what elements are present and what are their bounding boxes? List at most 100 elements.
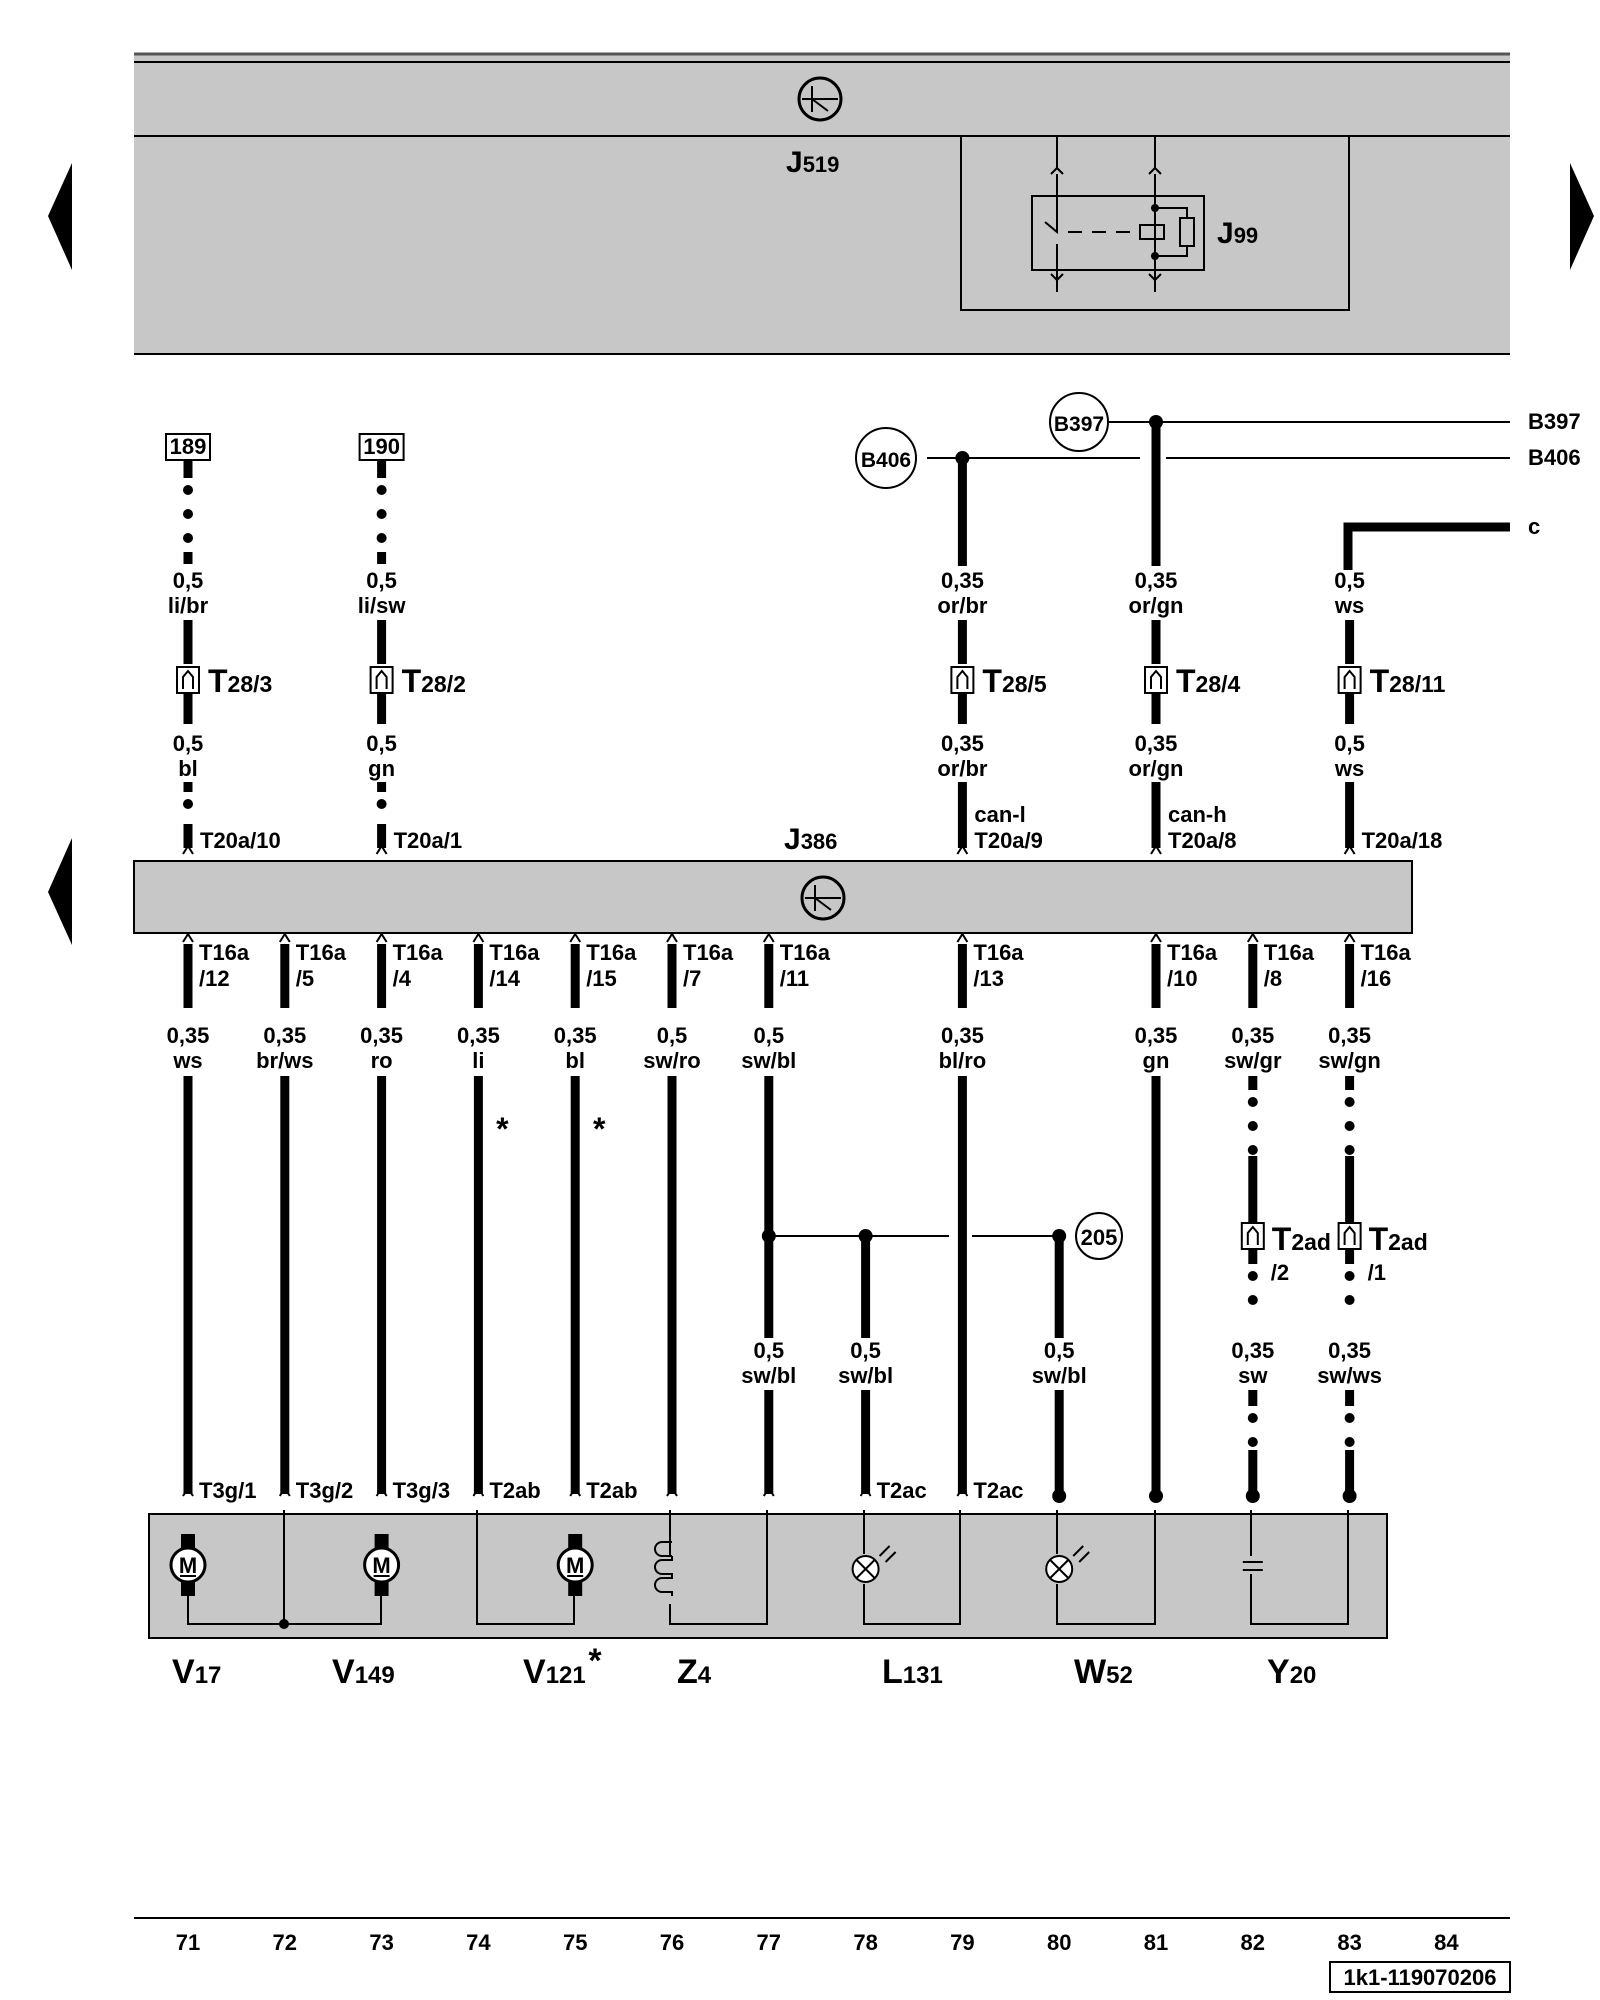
- pin-label: T20a/1: [394, 828, 463, 853]
- component-star-note: *: [588, 1642, 602, 1680]
- motor-letter: M: [372, 1553, 390, 1578]
- wire-size-bottom: 0,35: [360, 1023, 403, 1048]
- junction-dot: [1149, 415, 1163, 429]
- wire-size-bottom: 0,5: [657, 1023, 688, 1048]
- nav-prev-arrow-middle[interactable]: [48, 838, 72, 945]
- pin-label: T20a/18: [1362, 828, 1443, 853]
- module-label-j386: J386: [784, 823, 837, 856]
- module-label-j519: J519: [786, 146, 839, 179]
- pin-label: T20a/10: [200, 828, 281, 853]
- component-pin-label: T2ac: [877, 1478, 927, 1503]
- component-panel: [148, 1510, 1388, 1639]
- pin-arrow-icon: [859, 1486, 872, 1497]
- column-number: 79: [950, 1930, 974, 1955]
- wire-size-top: 0,5: [366, 568, 397, 593]
- pin-arrow-icon: [1150, 844, 1162, 855]
- component-label: Z4: [677, 1653, 712, 1691]
- pin-arrow-icon: [569, 1486, 582, 1497]
- module-j386: J386: [133, 823, 1413, 934]
- pin-arrow-icon: [182, 844, 194, 855]
- wire-color-top: ws: [1334, 593, 1364, 618]
- pin-label: T16a: [973, 940, 1024, 965]
- wire-dotted-mark: [183, 799, 193, 809]
- pin-arrow-icon: [569, 932, 582, 943]
- component-label: Y20: [1267, 1653, 1316, 1691]
- wire-color-bottom: sw/gr: [1224, 1048, 1282, 1073]
- pin-arrow-icon: [472, 1486, 485, 1497]
- motor-letter: M: [179, 1553, 197, 1578]
- wire-dotted-mark: [376, 533, 387, 543]
- pin-label: /13: [973, 966, 1004, 991]
- column-number: 77: [757, 1930, 781, 1955]
- pin-label: /16: [1361, 966, 1392, 991]
- page-ref-box[interactable]: [165, 433, 211, 461]
- pin-label: /7: [683, 966, 701, 991]
- bus-b406-right-label: B406: [1528, 445, 1581, 470]
- wire-color-mid: gn: [368, 756, 395, 781]
- wire-dotted-mark: [1247, 1097, 1258, 1107]
- wire-size-branch: 0,5: [754, 1338, 785, 1363]
- junction-dot: [1052, 1489, 1067, 1503]
- connector-label: T28/11: [1370, 663, 1446, 699]
- wire-size-t2ad: 0,35: [1231, 1338, 1274, 1363]
- light-rays-icon: [1072, 1545, 1090, 1563]
- connector-icon-symbol: [182, 669, 194, 689]
- pin-label: T20a/9: [974, 828, 1043, 853]
- wire-color-branch: sw/bl: [838, 1363, 893, 1388]
- connector-icon-symbol: [1343, 1225, 1356, 1245]
- component-pin-label: T2ab: [489, 1478, 540, 1503]
- motor-letter: M: [566, 1553, 584, 1578]
- pin-label: T16a: [199, 940, 250, 965]
- pin-arrow-icon: [1246, 932, 1259, 943]
- footer-code-box: [1329, 1961, 1511, 1993]
- pin-note: can-h: [1168, 802, 1227, 827]
- wire-color-top: or/gn: [1129, 593, 1184, 618]
- bus-ref-b406[interactable]: [855, 427, 917, 489]
- component-pin-label: T3g/3: [393, 1478, 450, 1503]
- wire-color-bottom: li: [472, 1048, 484, 1073]
- pin-arrow-icon: [375, 844, 388, 855]
- nav-next-arrow-top[interactable]: [1570, 163, 1594, 270]
- wire-color-mid: or/br: [937, 756, 988, 781]
- junction-dot: [1245, 1489, 1260, 1503]
- component-pin-label: T2ac: [973, 1478, 1023, 1503]
- column-number: 75: [563, 1930, 587, 1955]
- module-j519: J519 J99: [134, 52, 1510, 355]
- column-number: 80: [1047, 1930, 1071, 1955]
- wire-dotted-mark: [376, 509, 387, 519]
- connector-icon-symbol: [1150, 669, 1162, 689]
- junction-dot: [761, 1229, 776, 1243]
- connector-label: T28/3: [208, 663, 272, 699]
- bus-ref-b397[interactable]: [1049, 392, 1109, 452]
- ground-ref-205[interactable]: [1075, 1212, 1123, 1260]
- page-ref-box[interactable]: [358, 433, 405, 461]
- pin-arrow-icon: [666, 932, 678, 943]
- motor-icon: [556, 1546, 594, 1584]
- wire-size-mid: 0,5: [173, 731, 204, 756]
- pin-label: T16a: [393, 940, 444, 965]
- pin-label: T16a: [489, 940, 540, 965]
- junction-dot: [1149, 1489, 1163, 1503]
- wire-color-bottom: ro: [371, 1048, 393, 1073]
- column-number: 72: [273, 1930, 297, 1955]
- component-pin-label: T2ab: [586, 1478, 637, 1503]
- wire-color-bottom: bl/ro: [939, 1048, 987, 1073]
- pin-arrow-icon: [666, 1486, 678, 1497]
- connector-label: T2ad: [1369, 1221, 1428, 1257]
- pin-label: /11: [780, 966, 809, 991]
- wire-dotted-mark: [183, 509, 193, 519]
- bus-ref-b406-label: B406: [861, 449, 911, 472]
- component-label: V121: [523, 1653, 586, 1691]
- wire-color-branch: sw/bl: [741, 1363, 796, 1388]
- connector-icon-symbol: [956, 669, 969, 689]
- nav-prev-arrow-top[interactable]: [48, 163, 72, 270]
- wire-size-bottom: 0,35: [1135, 1023, 1178, 1048]
- wire-dotted-mark: [183, 485, 193, 495]
- pin-arrow-icon: [1343, 844, 1356, 855]
- column-number: 81: [1144, 1930, 1168, 1955]
- wire-dotted-mark: [1247, 1121, 1258, 1131]
- wire-size-bottom: 0,35: [1328, 1023, 1371, 1048]
- wire-dotted-mark: [1247, 1437, 1258, 1447]
- column-number: 71: [176, 1930, 200, 1955]
- column-number: 74: [466, 1930, 491, 1955]
